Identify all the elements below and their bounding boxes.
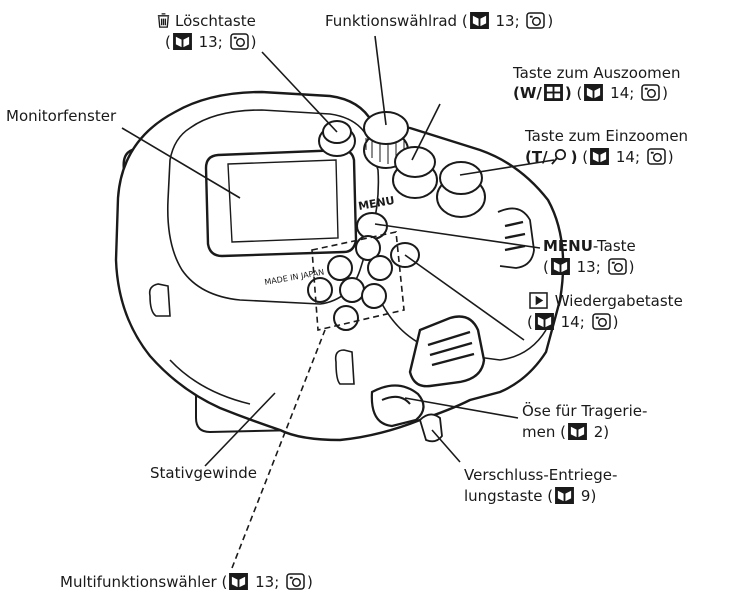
strap-eyelet-label: Öse für Tragerie- [522,402,648,420]
monitor-window [204,148,358,258]
playback-button-ref: ( 14; ) [527,313,619,331]
menu-button-ref: ( 13; ) [543,258,635,276]
play-icon [529,292,548,309]
multi-selector-label: Multifunktionswähler ( 13; ) [60,573,313,591]
book-icon [555,487,575,504]
release-button-ref: lungstaste ( 9) [464,487,597,505]
camera-ref-icon [641,84,660,101]
monitor-window-label: Monitorfenster [6,107,117,125]
leader-lines [121,35,555,569]
delete-button-ref: ( 13; ) [165,33,257,51]
camera-ref-icon [526,12,546,29]
book-icon [172,33,192,50]
book-icon [469,12,489,29]
menu-print: MENU [357,194,395,213]
book-icon [590,148,610,165]
camera-ref-icon [647,148,666,165]
playback-button-label: Wiedergabetaste [527,292,683,311]
magnifier-icon [550,148,569,165]
camera-ref-icon [591,313,611,330]
zoom-out-label: Taste zum Auszoomen [513,64,681,82]
release-button-label: Verschluss-Entriege- [464,466,618,484]
book-icon [584,84,604,101]
delete-button-label: Löschtaste [152,12,256,31]
zoom-in-label: Taste zum Einzoomen [525,127,689,145]
tripod-socket-label: Stativgewinde [150,464,257,482]
strap-eyelet-ref: men ( 2) [522,423,610,441]
camera-ref-icon [229,33,249,50]
camera-ref-icon [607,258,627,275]
book-icon [550,258,570,275]
book-icon [534,313,554,330]
camera-ref-icon [286,573,305,590]
zoom-out-ref: (W/) ( 14; ) [513,84,668,102]
book-icon [229,573,249,590]
menu-button-label: MENU-Taste [543,237,636,255]
mode-dial-label: Funktionswählrad ( 13; ) [325,12,554,30]
thumbnail-grid-icon [543,84,563,101]
multi-selector-outline [311,231,405,331]
zoom-in-ref: (T/) ( 14; ) [525,148,674,166]
trash-icon [154,12,173,29]
book-icon [568,423,587,440]
